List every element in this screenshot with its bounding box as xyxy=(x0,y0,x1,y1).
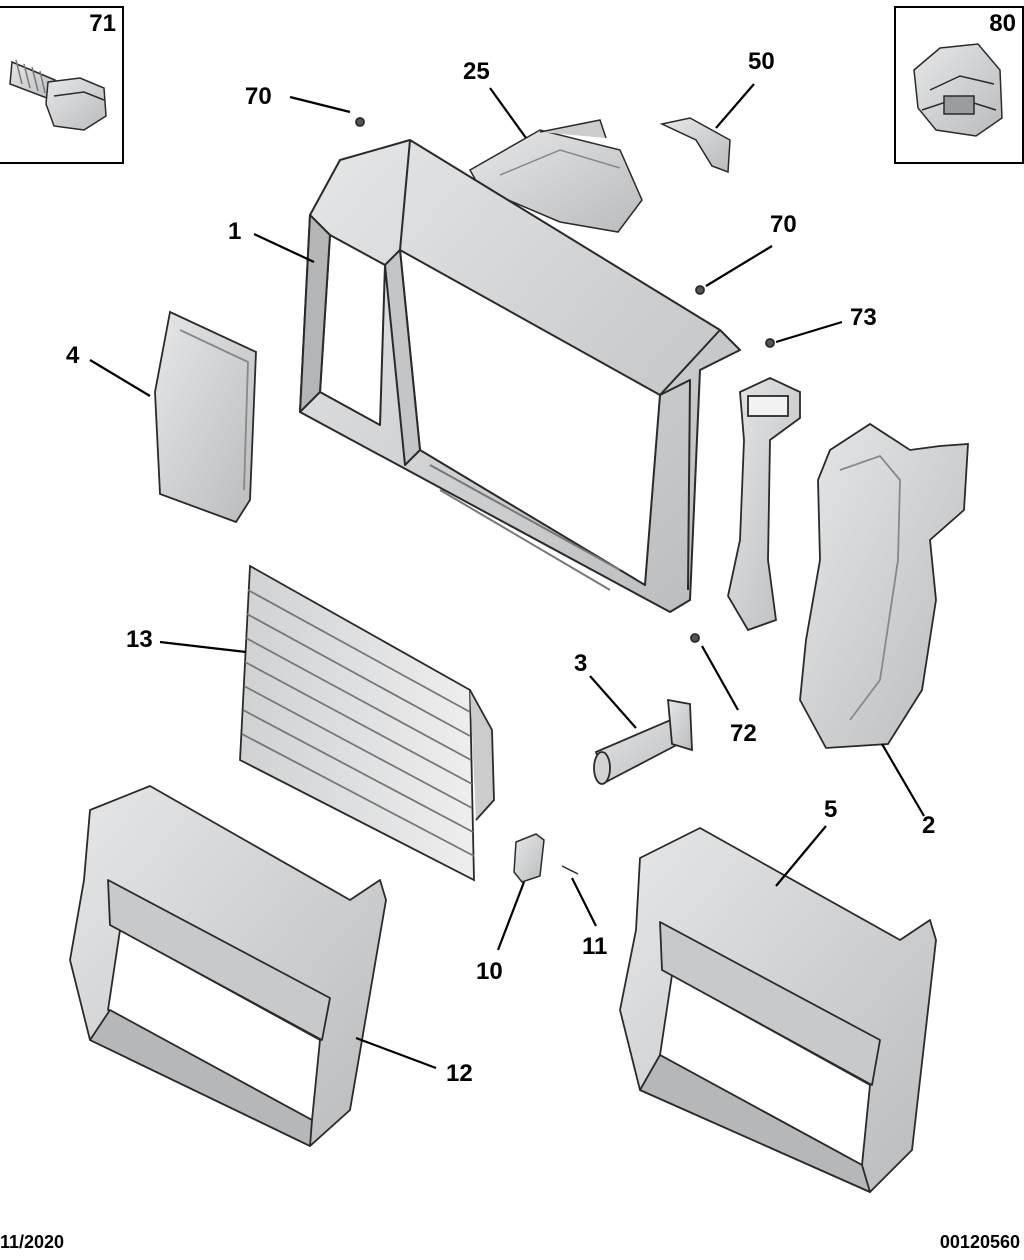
callout-70-right: 70 xyxy=(770,211,797,238)
bolt-part xyxy=(9,59,107,131)
callout-3: 3 xyxy=(574,650,588,677)
part-12-air-guide xyxy=(69,785,387,1147)
callout-70-top: 70 xyxy=(245,83,272,110)
callout-1: 1 xyxy=(228,218,242,245)
callout-72: 72 xyxy=(730,720,757,747)
callout-10: 10 xyxy=(476,958,503,985)
part-2-side-duct xyxy=(799,422,969,749)
inset-number-bolt: 71 xyxy=(89,10,116,37)
leader-lines xyxy=(89,83,925,1070)
callout-13: 13 xyxy=(126,626,153,653)
callout-50: 50 xyxy=(748,48,775,75)
footer-date: 11/2020 xyxy=(0,1232,65,1252)
footer-code: 00120560 xyxy=(939,1232,1020,1252)
part-4-deflector xyxy=(154,310,257,524)
part-1-frame xyxy=(299,139,741,613)
callout-5: 5 xyxy=(824,796,838,823)
part-10-actuator xyxy=(513,833,579,883)
part-50-bracket xyxy=(659,117,731,174)
part-13-shutter xyxy=(239,564,495,882)
part-5-air-guide xyxy=(619,827,937,1193)
callout-25: 25 xyxy=(463,58,490,85)
callout-73: 73 xyxy=(850,304,877,331)
callout-2: 2 xyxy=(922,812,936,839)
callout-4: 4 xyxy=(66,342,80,369)
inset-number-clip: 80 xyxy=(989,10,1016,37)
part-3-bar xyxy=(593,698,693,785)
callout-11: 11 xyxy=(582,933,608,960)
callout-12: 12 xyxy=(446,1060,473,1087)
clip-part xyxy=(913,43,1003,137)
part-bracket-73-72 xyxy=(355,117,801,643)
